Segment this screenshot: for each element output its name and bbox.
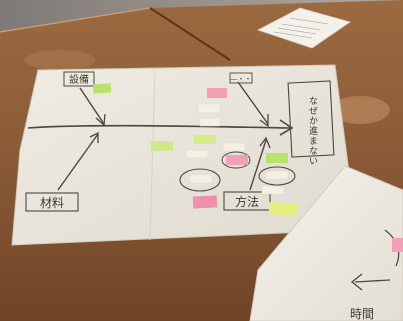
sticky-note-pink: [226, 155, 248, 165]
label-bottom-left: 材料: [40, 196, 64, 210]
second-sheet-arrow: [350, 273, 391, 291]
bone-bottom-left-arrow: [89, 131, 99, 143]
sticky-note-white: [222, 142, 246, 152]
bone-bottom-center-arrow: [259, 136, 271, 149]
label-bottom-center: 方法: [235, 194, 259, 209]
label-box-top-left: [63, 71, 95, 87]
label-box-top-right: [229, 72, 253, 84]
sticky-note-green: [194, 135, 216, 144]
circle-annotation: [258, 166, 296, 186]
sticky-note-white: [265, 170, 289, 180]
distant-paper-text: [273, 17, 329, 39]
fishbone-spine: [27, 124, 291, 129]
vertical-title: なぜか進まない: [307, 96, 318, 166]
second-sheet-pink-note: [392, 238, 403, 252]
sticky-note-white: [261, 185, 285, 195]
sticky-note-white: [185, 149, 209, 159]
label-box-bottom-left: [25, 192, 79, 212]
circle-annotation: [179, 168, 221, 192]
circle-annotation: [221, 151, 251, 169]
sticky-note-yellow: [268, 202, 298, 216]
sticky-note-green: [151, 141, 173, 151]
sticky-notes: [92, 83, 298, 216]
sticky-note-green: [92, 83, 112, 94]
table-glare: [25, 50, 95, 70]
table-seam: [149, 7, 231, 61]
spine-arrowhead: [279, 119, 294, 136]
bone-bottom-left: [57, 133, 99, 191]
sticky-note-pink: [192, 195, 218, 209]
title-box: [287, 80, 335, 158]
poster-fold: [149, 69, 156, 241]
sticky-note-white: [199, 117, 221, 127]
bone-bottom-center: [249, 139, 267, 191]
second-sheet-label: 時間: [350, 307, 374, 321]
distant-paper: [256, 7, 351, 49]
bone-top-left-arrow: [95, 113, 106, 127]
bone-top-right: [237, 81, 269, 125]
sticky-note-pink: [207, 88, 227, 98]
sticky-note-white: [197, 103, 221, 114]
table-edge-highlight: [0, 7, 151, 33]
sticky-note-white: [189, 174, 213, 184]
label-top-left: 設備: [69, 73, 89, 86]
bone-top-left: [79, 87, 105, 125]
label-top-right: ―・・: [231, 75, 252, 83]
table-glare: [330, 96, 390, 124]
second-sheet: [249, 165, 403, 321]
poster-sheet: [11, 64, 351, 246]
label-box-bottom-center: [223, 191, 271, 211]
bone-top-right-arrow: [259, 114, 269, 128]
sticky-note-green: [266, 153, 288, 163]
